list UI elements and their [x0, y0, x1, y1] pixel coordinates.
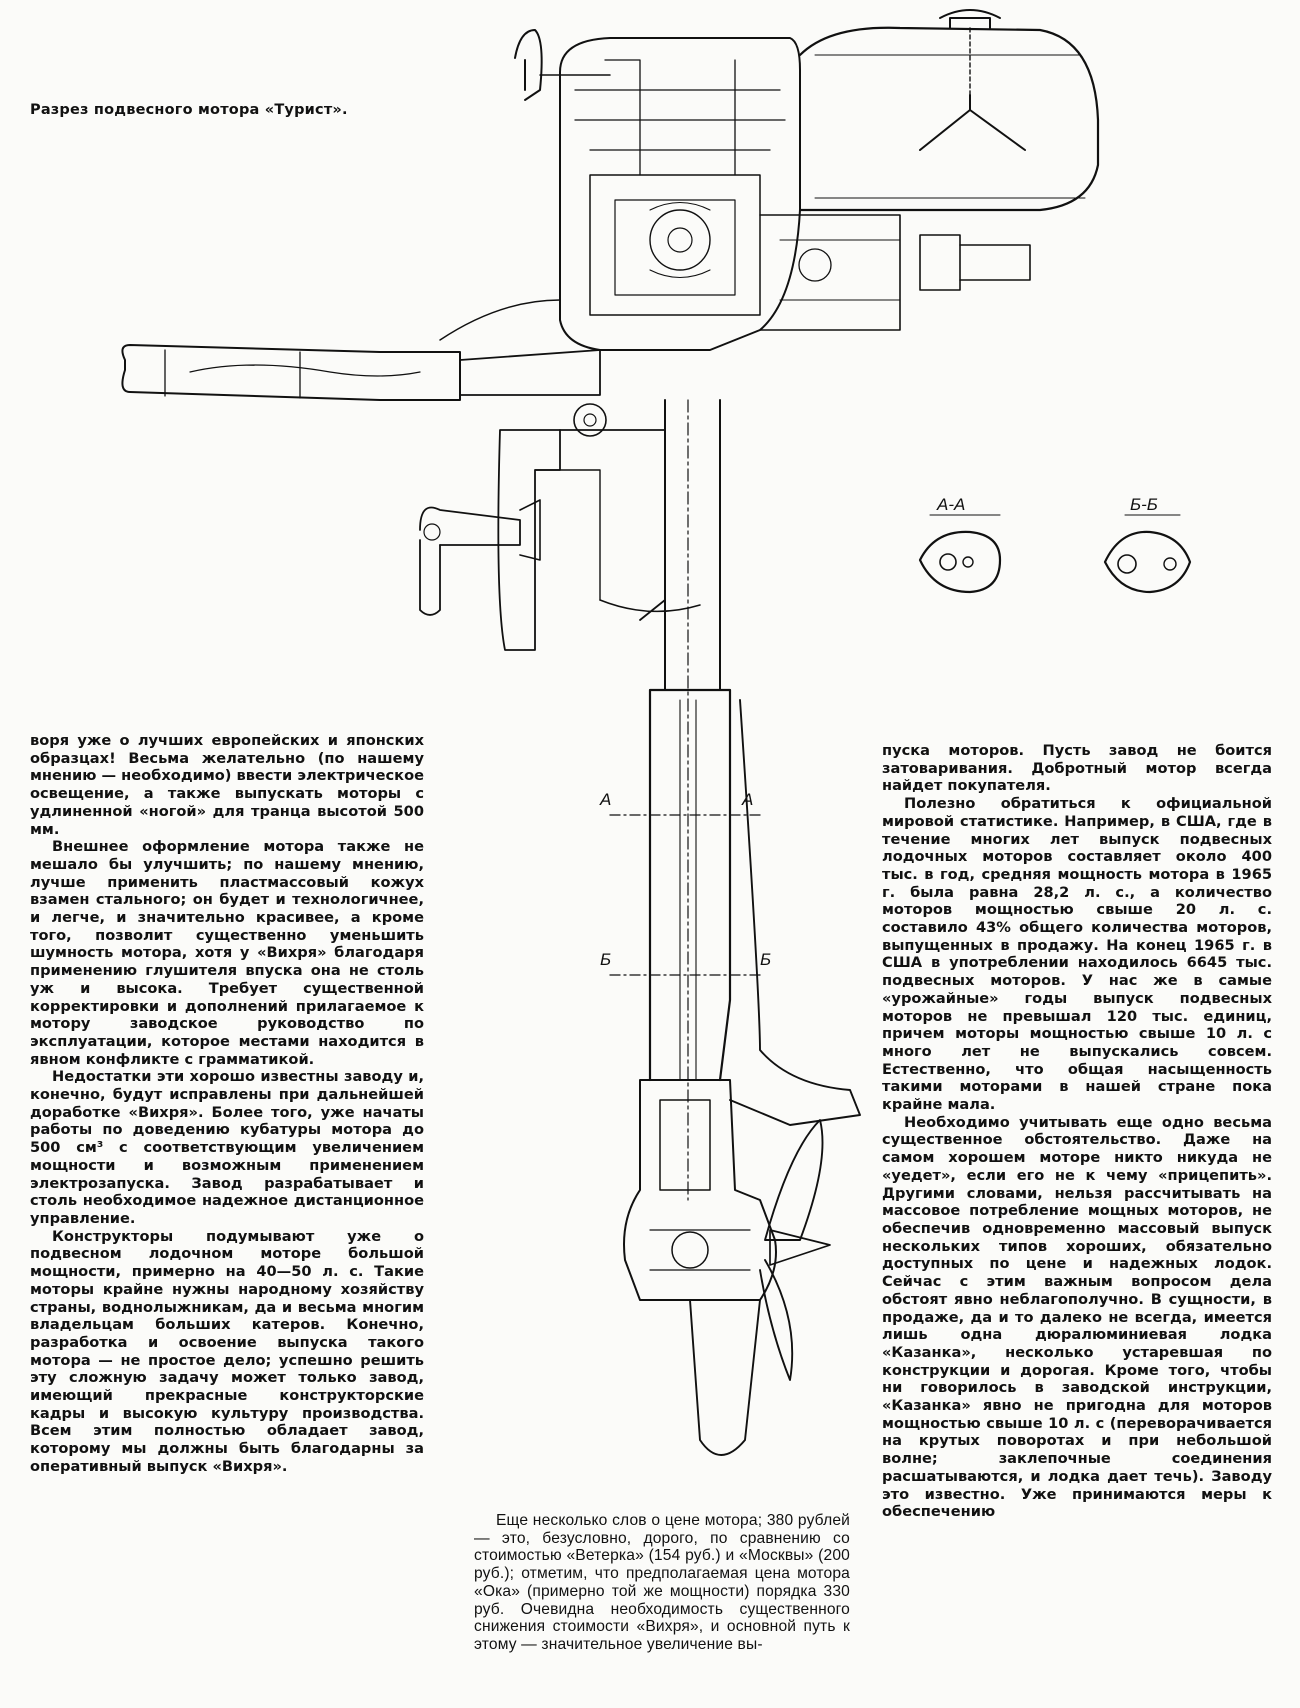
section-aa-right-label: А [741, 790, 753, 809]
starter-handle [514, 29, 543, 101]
tiller-handle [121, 344, 461, 401]
leg-tube [648, 688, 732, 1082]
paragraph: Полезно обратиться к официальной мировой… [882, 795, 1272, 1114]
section-bb-title: Б-Б [1130, 495, 1158, 514]
propeller [759, 1119, 824, 1381]
text-column-left: воря уже о лучших европейских и японских… [30, 732, 424, 1476]
section-aa-title: А-А [936, 495, 965, 514]
skeg [689, 1299, 761, 1456]
section-bb-left-label: Б [600, 950, 611, 969]
section-bb-profile [1103, 530, 1192, 594]
clamp-bracket [497, 429, 561, 651]
paragraph: Внешнее оформление мотора также не мешал… [30, 838, 424, 1068]
text-column-middle: Еще несколько слов о цене мотора; 380 ру… [474, 1512, 850, 1654]
paragraph: пуска моторов. Пусть завод не боится зат… [882, 742, 1272, 795]
paragraph: Еще несколько слов о цене мотора; 380 ру… [474, 1512, 850, 1653]
carburetor [759, 214, 901, 331]
tank-cap [939, 9, 1001, 29]
powerhead-housing [559, 37, 801, 351]
text-column-right: пуска моторов. Пусть завод не боится зат… [882, 742, 1272, 1521]
paragraph: Недостатки эти хорошо известны заводу и,… [30, 1068, 424, 1227]
driveshaft-housing [664, 399, 721, 691]
clamp-screw [419, 506, 521, 546]
section-aa-left-label: А [599, 790, 611, 809]
paragraph: воря уже о лучших европейских и японских… [30, 732, 424, 838]
fuel-tank [798, 26, 1100, 212]
section-aa-profile [918, 530, 1002, 594]
paragraph: Необходимо учитывать еще одно весьма сущ… [882, 1113, 1272, 1521]
section-bb-right-label: Б [760, 950, 771, 969]
paragraph: Конструкторы подумывают уже о подвесном … [30, 1227, 424, 1475]
figure-caption: Разрез подвесного мотора «Турист». [30, 102, 348, 118]
